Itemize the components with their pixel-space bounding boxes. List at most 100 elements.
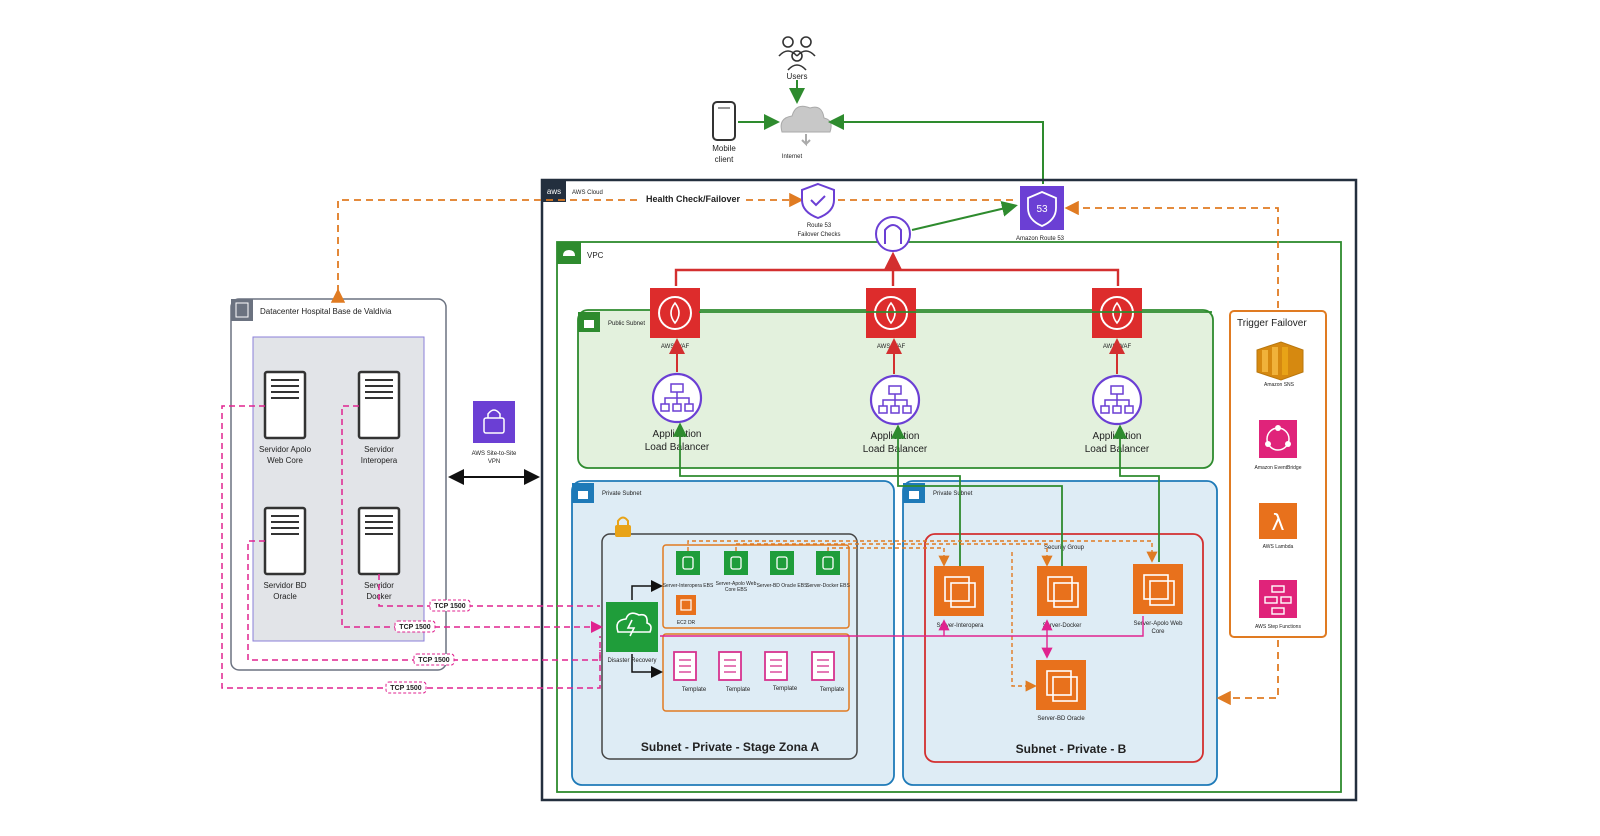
ebs-interopera: Server-Interopera EBS	[663, 551, 714, 589]
alb-line1: Application	[653, 429, 702, 440]
route53-label: Amazon Route 53	[1016, 236, 1065, 242]
security-group-label: Security Group	[1044, 545, 1085, 551]
subnet-a-caption: Subnet - Private - Stage Zona A	[641, 740, 820, 754]
server-icon	[357, 370, 401, 440]
alb-line2: Load Balancer	[645, 442, 710, 453]
ec2-icon	[676, 595, 696, 615]
vpn-line2: VPN	[488, 459, 500, 465]
route53-checks-node: Route 53 Failover Checks	[797, 182, 841, 238]
server-apolo-line1: Servidor Apolo	[259, 445, 312, 454]
waf-2: AWS WAF	[866, 288, 916, 350]
cloud-icon	[780, 105, 832, 133]
padlock-icon	[615, 516, 631, 537]
ec2-instance-icon	[934, 566, 984, 616]
svg-text:53: 53	[1036, 204, 1048, 215]
users-node: Users	[778, 36, 816, 81]
trigger-failover-label: Trigger Failover	[1237, 318, 1307, 329]
lambda-node: λ AWS Lambda	[1259, 503, 1297, 550]
ebs-volume-icon	[724, 551, 748, 575]
internet-gateway-icon	[875, 216, 911, 252]
mobile-label-1: Mobile	[712, 144, 736, 153]
tcp-label: TCP 1500	[434, 603, 465, 610]
private-subnet-b-label: Private Subnet	[933, 491, 973, 497]
ebs-label-line1: Server-Docker EBS	[806, 583, 850, 589]
vpn-line1: AWS Site-to-Site	[472, 451, 517, 457]
datacenter-label: Datacenter Hospital Base de Valdivia	[260, 307, 392, 316]
ebs-label-line1: Server-Apolo Web	[716, 581, 757, 587]
ebs-volume-icon	[770, 551, 794, 575]
stage-zona-a-box	[601, 533, 858, 760]
mobile-phone-icon	[712, 101, 736, 141]
ec2-instance-icon	[1036, 660, 1086, 710]
tcp-label-2: TCP 1500	[394, 620, 436, 633]
ec2-label-line1: Server-Apolo Web	[1134, 621, 1184, 627]
step-functions-label: AWS Step Functions	[1255, 624, 1301, 630]
shield-check-icon	[801, 182, 835, 220]
svg-text:λ: λ	[1271, 511, 1284, 536]
mobile-label-2: client	[715, 155, 734, 164]
server-apolo-line2: Web Core	[267, 456, 303, 465]
tcp-label-1: TCP 1500	[429, 599, 471, 612]
ec2-label-line1: Server-BD Oracle	[1037, 716, 1085, 722]
template-3: Template	[764, 651, 798, 692]
server-icon	[263, 506, 307, 576]
tcp-label-4: TCP 1500	[385, 681, 427, 694]
server-icon	[357, 506, 401, 576]
template-1: Template	[673, 651, 707, 693]
server-bd-oracle: Servidor BD Oracle	[263, 506, 307, 601]
tcp-label: TCP 1500	[390, 685, 421, 692]
datacenter-group: Datacenter Hospital Base de Valdivia	[230, 298, 447, 671]
lambda-label: AWS Lambda	[1263, 544, 1294, 550]
server-interopera-line2: Interopera	[361, 456, 398, 465]
ebs-label-line1: Server-BD Oracle EBS	[757, 583, 809, 589]
template-label: Template	[820, 687, 845, 693]
private-subnet-a-group: Private Subnet	[571, 480, 895, 786]
ec2-dr-label: EC2 DR	[677, 620, 696, 626]
ec2-dr-node: EC2 DR	[676, 595, 696, 626]
sns-node: Amazon SNS	[1256, 341, 1304, 388]
public-subnet-label: Public Subnet	[608, 321, 645, 327]
ec2-interopera: Server-Interopera	[934, 566, 984, 629]
internet-label: Internet	[782, 154, 803, 160]
vpn-icon	[473, 401, 515, 443]
template-2: Template	[718, 651, 751, 693]
server-icon	[263, 370, 307, 440]
internet-node: Internet	[780, 105, 832, 160]
tcp-label: TCP 1500	[399, 624, 430, 631]
waf-icon	[650, 288, 700, 338]
ebs-volume-icon	[816, 551, 840, 575]
ec2-label-line1: Server-Interopera	[936, 623, 984, 629]
tcp-label: TCP 1500	[418, 657, 449, 664]
ec2-instance-icon	[1037, 566, 1087, 616]
disaster-recovery-icon	[606, 602, 658, 652]
aws-logo-icon	[542, 180, 566, 202]
vpn-node: AWS Site-to-Site VPN	[472, 401, 517, 465]
tcp-label-3: TCP 1500	[413, 653, 455, 666]
health-check-label: Health Check/Failover	[646, 194, 741, 204]
mobile-client-node: Mobile client	[712, 101, 736, 164]
users-icon	[778, 36, 816, 71]
vpc-group: VPC	[556, 241, 1342, 793]
route53-checks-line1: Route 53	[807, 223, 832, 229]
waf-icon	[866, 288, 916, 338]
security-group-box	[924, 533, 1204, 763]
alb-line2: Load Balancer	[1085, 444, 1150, 455]
ebs-docker: Server-Docker EBS	[806, 551, 850, 589]
sns-icon	[1256, 341, 1304, 381]
server-interopera: Servidor Interopera	[357, 370, 401, 465]
ebs-label-line2: Core EBS	[725, 587, 748, 593]
server-apolo: Servidor Apolo Web Core	[259, 370, 312, 465]
aws-logo-text: aws	[547, 187, 561, 196]
ebs-box	[662, 544, 850, 629]
alb-line1: Application	[1093, 431, 1142, 442]
ec2-label-line2: Core	[1151, 629, 1165, 635]
ec2-oracle: Server-BD Oracle	[1036, 660, 1086, 722]
server-bd-line2: Oracle	[273, 592, 297, 601]
template-label: Template	[773, 686, 798, 692]
ebs-oracle: Server-BD Oracle EBS	[757, 551, 809, 589]
step-functions-node: AWS Step Functions	[1255, 580, 1301, 630]
waf-label: AWS WAF	[661, 344, 690, 350]
subnet-b-caption: Subnet - Private - B	[1016, 742, 1127, 756]
building-icon	[231, 299, 253, 321]
private-subnet-a-label: Private Subnet	[602, 491, 642, 497]
